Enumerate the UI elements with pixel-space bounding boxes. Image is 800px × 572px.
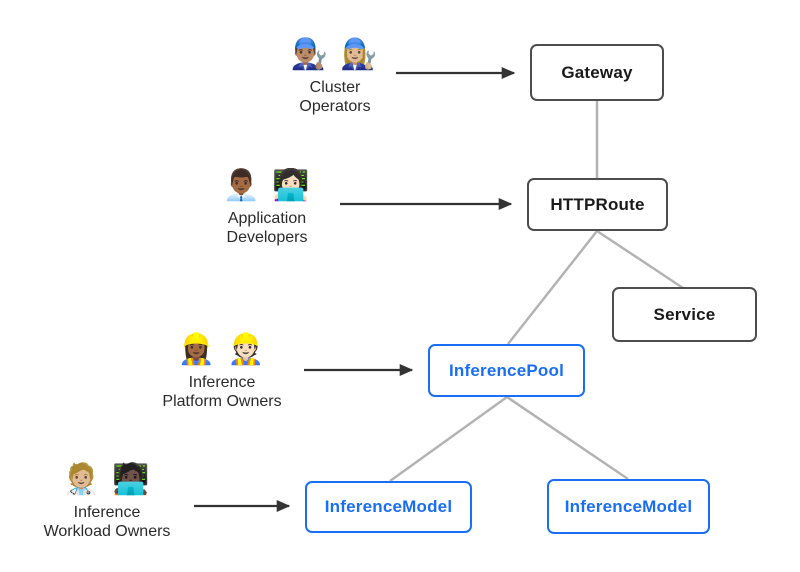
edge-httproute-inferencepool (507, 230, 598, 345)
mechanics-emoji-icon: 👨🏽‍🔧 👩🏼‍🔧 (290, 38, 380, 71)
actor-cluster-operators: 👨🏽‍🔧 👩🏼‍🔧 Cluster Operators (290, 34, 379, 116)
node-gateway: Gateway (530, 44, 664, 101)
actor-label: Cluster Operators (299, 79, 371, 115)
workload-owners-emoji-icon: 🧑🏼‍⚕️ 🧑🏿‍💻 (62, 463, 152, 496)
developers-emoji-icon: 👨🏾‍💼 👩🏻‍💻 (222, 169, 312, 202)
node-service: Service (612, 287, 757, 342)
edge-httproute-service (596, 229, 684, 290)
actor-label: Inference Workload Owners (43, 504, 171, 540)
edge-inferencepool-inferencemodel-1 (389, 395, 508, 483)
node-inferencemodel-2: InferenceModel (547, 479, 710, 534)
actor-label: Inference Platform Owners (162, 374, 282, 410)
actor-inference-workload-owners: 🧑🏼‍⚕️ 🧑🏿‍💻 Inference Workload Owners (44, 459, 171, 541)
node-inferencepool: InferencePool (428, 344, 585, 397)
actor-application-developers: 👨🏾‍💼 👩🏻‍💻 Application Developers (222, 165, 311, 247)
node-inferencemodel-1: InferenceModel (305, 481, 472, 533)
edge-inferencepool-inferencemodel-2 (506, 395, 629, 481)
actor-label: Application Developers (226, 210, 308, 246)
actor-inference-platform-owners: 👷🏾‍♀️ 👷🏻 Inference Platform Owners (162, 329, 281, 411)
construction-workers-emoji-icon: 👷🏾‍♀️ 👷🏻 (177, 333, 267, 366)
node-httproute: HTTPRoute (527, 178, 668, 231)
